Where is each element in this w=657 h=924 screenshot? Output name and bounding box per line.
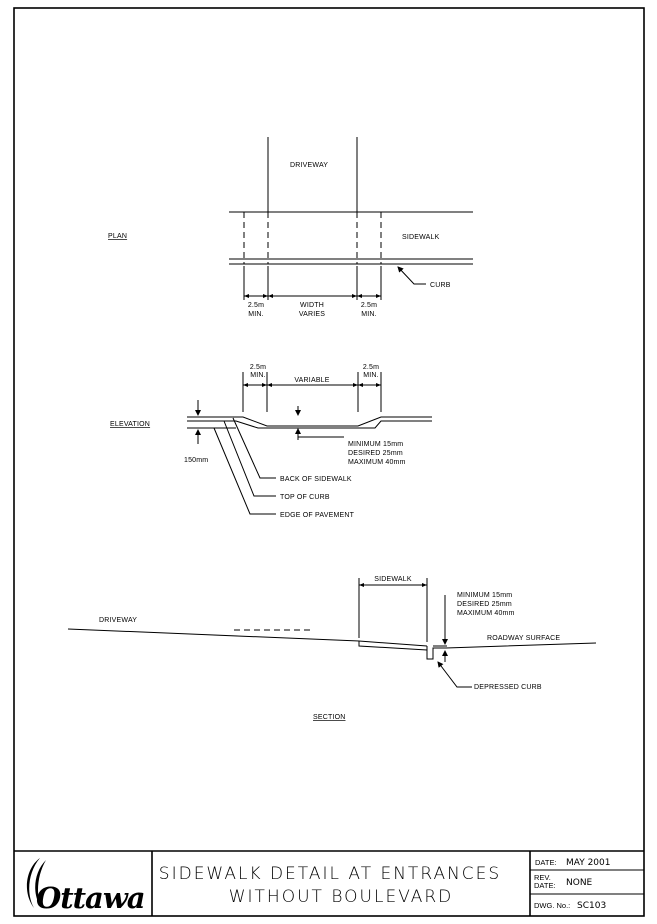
sidewalk-bottom [358,641,428,651]
top-of-curb-label: TOP OF CURB [280,494,330,501]
curb-leader [397,266,426,285]
elev-dim-left-value: 2.5m [250,364,266,371]
section-driveway-label: DRIVEWAY [99,617,137,624]
rev-value: NONE [566,878,593,888]
plan-dim-right-min: MIN. [361,311,377,318]
rev-label-line-1: REV. [534,873,551,882]
depressed-curb-leader [437,661,472,688]
driveway-surface [67,628,360,642]
sidewalk-bottom-profile [187,420,432,429]
sidewalk-top [358,640,428,647]
plan-curb-label: CURB [430,282,451,289]
drawing-title-line-1: SIDEWALK DETAIL AT ENTRANCES [159,864,501,884]
sheet-border [13,7,645,917]
ottawa-logo-text: Ottawa [36,881,145,915]
plan-view: DRIVEWAY SIDEWALK CURB PLAN 2.5m MIN. WI… [108,137,473,318]
ottawa-logo: Ottawa [26,858,146,915]
elevation-view: ELEVATION 2.5m MIN. VARIABLE 2.5m MIN. 1… [110,364,432,519]
plan-heading: PLAN [108,233,127,240]
roadway-surface-label: ROADWAY SURFACE [487,635,560,642]
elev-dim-right-value: 2.5m [363,364,379,371]
edge-of-pavement-label: EDGE OF PAVEMENT [280,512,355,519]
section-view: DRIVEWAY SIDEWALK MINIMUM 15mm DESIRED 2… [67,576,597,721]
top-of-curb-leader [223,420,276,497]
section-heading: SECTION [313,714,346,721]
title-block: Ottawa SIDEWALK DETAIL AT ENTRANCES WITH… [14,850,644,916]
plan-dim-varies: VARIES [299,311,325,318]
date-label: DATE: [535,858,557,867]
rev-label-line-2: DATE: [534,881,556,890]
elev-dim-right-min: MIN. [363,372,379,379]
elev-150mm-label: 150mm [184,457,208,464]
plan-dim-right-value: 2.5m [361,302,377,309]
date-value: MAY 2001 [566,858,611,868]
plan-sidewalk-label: SIDEWALK [402,234,440,241]
plan-dim-width: WIDTH [300,302,324,309]
section-desired-label: DESIRED 25mm [457,601,512,608]
sidewalk-top-profile [187,416,432,427]
elevation-heading: ELEVATION [110,421,150,428]
section-sidewalk-label: SIDEWALK [374,576,412,583]
elev-dim-variable: VARIABLE [294,377,329,384]
elev-dim-left-min: MIN. [250,372,266,379]
section-minimum-label: MINIMUM 15mm [457,592,512,599]
edge-of-pavement-leader [213,427,276,515]
section-maximum-label: MAXIMUM 40mm [457,610,515,617]
elev-maximum-label: MAXIMUM 40mm [348,459,406,466]
elev-minimum-label: MINIMUM 15mm [348,441,403,448]
back-of-sidewalk-leader [232,417,276,479]
plan-driveway-label: DRIVEWAY [290,162,328,169]
elev-desired-label: DESIRED 25mm [348,450,403,457]
depressed-curb-label: DEPRESSED CURB [474,684,542,691]
plan-dim-left-min: MIN. [248,311,264,318]
drawing-title-line-2: WITHOUT BOULEVARD [229,887,454,907]
dwg-label: DWG. No.: [534,901,570,910]
back-of-sidewalk-label: BACK OF SIDEWALK [280,476,352,483]
plan-dim-left-value: 2.5m [248,302,264,309]
dwg-value: SC103 [577,901,606,911]
depressed-curb-and-road [426,642,597,660]
